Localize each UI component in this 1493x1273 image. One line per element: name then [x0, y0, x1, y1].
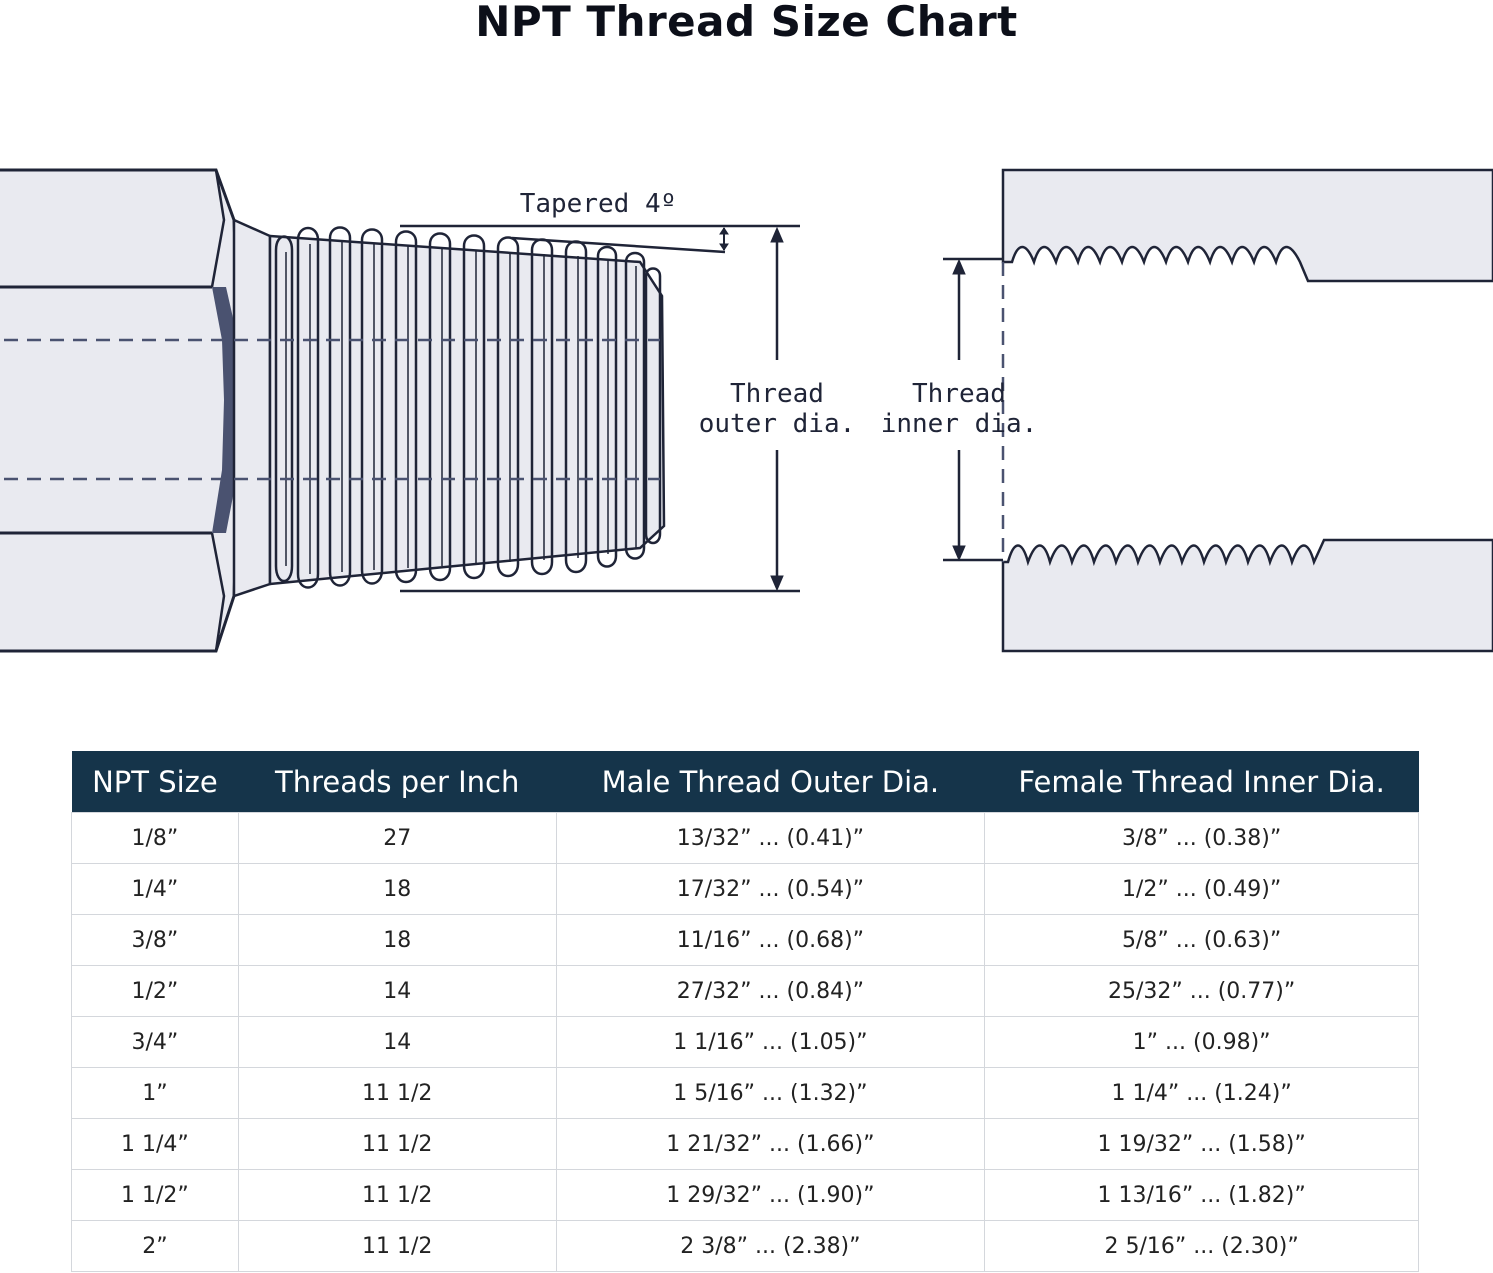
- outer-diameter-dimension: [400, 226, 800, 593]
- cell-male-outer-dia: 11/16” ... (0.68)”: [555, 914, 986, 966]
- table-row: 1” 11 1/2 1 5/16” ... (1.32)” 1 1/4” ...…: [71, 1067, 1419, 1119]
- cell-male-outer-dia: 2 3/8” ... (2.38)”: [555, 1220, 986, 1272]
- cell-female-inner-dia: 1 13/16” ... (1.82)”: [984, 1169, 1419, 1221]
- cell-female-inner-dia: 1 19/32” ... (1.58)”: [984, 1118, 1419, 1170]
- table-row: 1/4” 18 17/32” ... (0.54)” 1/2” ... (0.4…: [71, 863, 1419, 915]
- cell-npt-size: 1”: [71, 1067, 239, 1119]
- cell-threads-per-inch: 27: [237, 812, 557, 864]
- male-fitting-hex: [0, 168, 243, 653]
- cell-female-inner-dia: 3/8” ... (0.38)”: [984, 812, 1419, 864]
- cell-male-outer-dia: 1 29/32” ... (1.90)”: [555, 1169, 986, 1221]
- cell-npt-size: 1 1/4”: [71, 1118, 239, 1170]
- header-female-inner-dia: Female Thread Inner Dia.: [984, 751, 1419, 813]
- table-row: 2” 11 1/2 2 3/8” ... (2.38)” 2 5/16” ...…: [71, 1220, 1419, 1272]
- cell-threads-per-inch: 18: [237, 914, 557, 966]
- cell-npt-size: 1/8”: [71, 812, 239, 864]
- female-fitting: [1001, 168, 1493, 653]
- page-title: NPT Thread Size Chart: [475, 0, 1018, 46]
- taper-indicator: [400, 224, 800, 254]
- table-header-row: NPT Size Threads per Inch Male Thread Ou…: [71, 751, 1419, 813]
- cell-male-outer-dia: 1 1/16” ... (1.05)”: [555, 1016, 986, 1068]
- inner-dia-label-line1: Thread: [912, 379, 1006, 409]
- cell-male-outer-dia: 1 5/16” ... (1.32)”: [555, 1067, 986, 1119]
- cell-threads-per-inch: 18: [237, 863, 557, 915]
- cell-npt-size: 1/2”: [71, 965, 239, 1017]
- inner-diameter-dimension: [943, 257, 1003, 562]
- table-row: 1 1/2” 11 1/2 1 29/32” ... (1.90)” 1 13/…: [71, 1169, 1419, 1221]
- cell-female-inner-dia: 1/2” ... (0.49)”: [984, 863, 1419, 915]
- table-row: 3/8” 18 11/16” ... (0.68)” 5/8” ... (0.6…: [71, 914, 1419, 966]
- cell-threads-per-inch: 11 1/2: [237, 1220, 557, 1272]
- header-threads-per-inch: Threads per Inch: [238, 751, 557, 813]
- table-row: 1/8” 27 13/32” ... (0.41)” 3/8” ... (0.3…: [71, 812, 1419, 864]
- header-male-outer-dia: Male Thread Outer Dia.: [556, 751, 985, 813]
- npt-size-table: NPT Size Threads per Inch Male Thread Ou…: [71, 751, 1419, 1272]
- thread-diagram: Tapered 4º Thread outer dia. Thread inne…: [0, 168, 1493, 653]
- cell-npt-size: 3/4”: [71, 1016, 239, 1068]
- table-row: 1 1/4” 11 1/2 1 21/32” ... (1.66)” 1 19/…: [71, 1118, 1419, 1170]
- cell-npt-size: 1/4”: [71, 863, 239, 915]
- cell-threads-per-inch: 11 1/2: [237, 1118, 557, 1170]
- cell-male-outer-dia: 13/32” ... (0.41)”: [555, 812, 986, 864]
- cell-threads-per-inch: 11 1/2: [237, 1067, 557, 1119]
- cell-npt-size: 1 1/2”: [71, 1169, 239, 1221]
- cell-threads-per-inch: 14: [237, 965, 557, 1017]
- cell-female-inner-dia: 1” ... (0.98)”: [984, 1016, 1419, 1068]
- cell-female-inner-dia: 25/32” ... (0.77)”: [984, 965, 1419, 1017]
- cell-female-inner-dia: 1 1/4” ... (1.24)”: [984, 1067, 1419, 1119]
- table-row: 3/4” 14 1 1/16” ... (1.05)” 1” ... (0.98…: [71, 1016, 1419, 1068]
- male-thread-shank: [232, 218, 666, 598]
- cell-threads-per-inch: 14: [237, 1016, 557, 1068]
- male-centerlines: [4, 338, 660, 481]
- header-npt-size: NPT Size: [71, 751, 239, 813]
- taper-label: Tapered 4º: [520, 189, 677, 219]
- outer-dia-label-line1: Thread: [730, 379, 824, 409]
- cell-male-outer-dia: 1 21/32” ... (1.66)”: [555, 1118, 986, 1170]
- inner-dia-label-line2: inner dia.: [881, 409, 1038, 439]
- cell-female-inner-dia: 5/8” ... (0.63)”: [984, 914, 1419, 966]
- cell-npt-size: 3/8”: [71, 914, 239, 966]
- outer-dia-label-line2: outer dia.: [699, 409, 856, 439]
- cell-npt-size: 2”: [71, 1220, 239, 1272]
- cell-male-outer-dia: 17/32” ... (0.54)”: [555, 863, 986, 915]
- table-row: 1/2” 14 27/32” ... (0.84)” 25/32” ... (0…: [71, 965, 1419, 1017]
- cell-threads-per-inch: 11 1/2: [237, 1169, 557, 1221]
- cell-male-outer-dia: 27/32” ... (0.84)”: [555, 965, 986, 1017]
- cell-female-inner-dia: 2 5/16” ... (2.30)”: [984, 1220, 1419, 1272]
